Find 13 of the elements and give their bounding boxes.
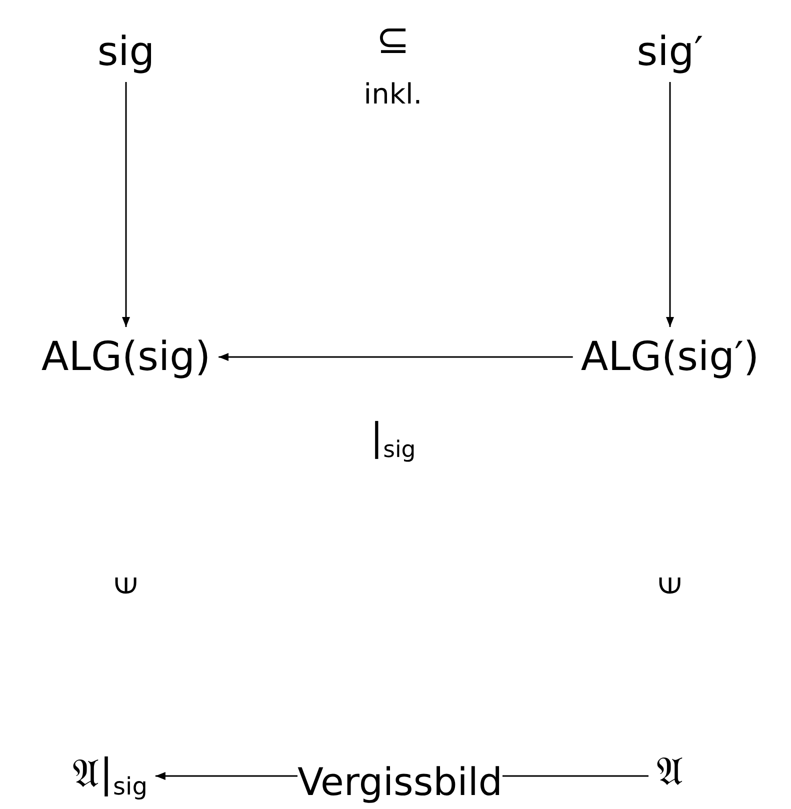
membership-symbol: ⟒	[114, 564, 138, 602]
arrow	[122, 82, 130, 327]
math-term: 𝔄	[656, 750, 684, 794]
math-term: 𝔄|$_{sig}$	[72, 752, 148, 800]
membership-symbol: ⟒	[658, 564, 682, 602]
math-term: sig	[97, 30, 155, 74]
math-term: ALG(sig)	[41, 335, 211, 379]
relation-label: ⊆	[376, 18, 410, 62]
math-term: ALG(sig′)	[580, 335, 760, 379]
arrow	[666, 82, 674, 327]
math-term: sig′	[636, 30, 704, 74]
arrow	[218, 353, 573, 361]
relation-label: inkl.	[364, 80, 422, 110]
